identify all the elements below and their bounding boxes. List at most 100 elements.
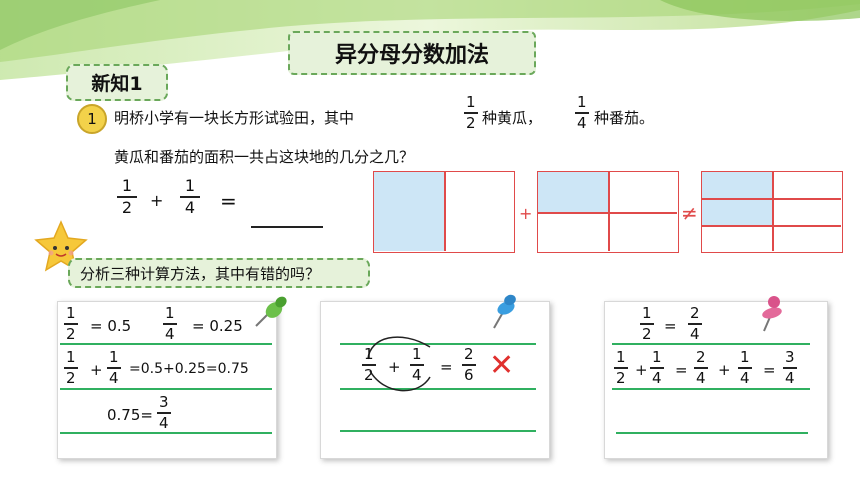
problem-number: 1	[87, 110, 97, 128]
fraction-den: 2	[121, 197, 133, 217]
rule-line	[612, 343, 810, 345]
page-title: 异分母分数加法	[288, 31, 536, 75]
fraction-bar	[464, 112, 478, 114]
fraction-den: 2	[66, 368, 76, 387]
rule-line	[60, 388, 272, 390]
c1-text: 0.75=	[107, 406, 153, 424]
c1-text: =0.5+0.25=0.75	[129, 361, 249, 377]
problem-text-2: 黄瓜和番茄的面积一共占这块地的几分之几？	[114, 148, 415, 166]
c3-plus: +	[635, 361, 648, 379]
fraction-num: 2	[464, 345, 474, 363]
diagram-three-quarters	[701, 171, 843, 253]
fraction-num: 3	[159, 393, 169, 411]
rule-line	[60, 432, 272, 434]
diagram-divider	[608, 172, 610, 251]
fraction-bar	[107, 367, 121, 369]
fraction-bar	[688, 323, 702, 325]
equation-plus: +	[150, 191, 164, 210]
fraction-bar	[650, 367, 664, 369]
fraction-num: 1	[616, 348, 626, 366]
fraction-num: 1	[740, 348, 750, 366]
fraction-bar	[694, 367, 708, 369]
fraction-den: 2	[364, 365, 374, 384]
blue-pushpin-icon	[493, 294, 516, 329]
fraction-den: 2	[642, 324, 652, 343]
fraction-num: 1	[642, 304, 652, 322]
diagram-plus: +	[519, 204, 533, 223]
rule-line	[340, 343, 536, 345]
c2-equals: =	[440, 358, 453, 376]
question-box: 分析三种计算方法，其中有错的吗？	[68, 258, 370, 288]
c1-text: = 0.25	[192, 317, 243, 335]
header-leaf-decoration	[0, 0, 860, 80]
section-tag: 新知1	[66, 64, 168, 101]
fraction-bar	[180, 196, 200, 198]
problem-text-1b: 种黄瓜，	[482, 109, 543, 127]
fraction-num: 2	[696, 348, 706, 366]
fraction-bar	[738, 367, 752, 369]
problem-text-1a: 明桥小学有一块长方形试验田，其中	[114, 109, 355, 127]
c1-text: = 0.5	[90, 317, 132, 335]
fraction-den: 2	[466, 113, 476, 132]
fraction-den: 2	[616, 368, 626, 387]
fraction-den: 4	[412, 365, 422, 384]
rule-line	[60, 343, 272, 345]
rule-line	[612, 388, 810, 390]
diagram-fill	[538, 172, 608, 212]
fraction-bar	[163, 323, 177, 325]
fraction-den: 4	[690, 324, 700, 343]
fraction-bar	[410, 364, 424, 366]
fraction-num: 1	[66, 348, 76, 366]
diagram-divider	[702, 225, 841, 227]
wrong-mark-icon: ✕	[489, 348, 515, 383]
diagram-neq: ≠	[681, 201, 698, 225]
problem-text-1c: 种番茄。	[594, 109, 655, 127]
fraction-num: 3	[785, 348, 795, 366]
fraction-num: 1	[165, 304, 175, 322]
fraction-bar	[462, 364, 476, 366]
answer-blank[interactable]	[251, 226, 323, 228]
fraction-den: 2	[66, 324, 76, 343]
fraction-bar	[64, 367, 78, 369]
pink-pushpin-icon	[762, 296, 782, 332]
fraction-den: 4	[577, 113, 587, 132]
equation-equals: =	[220, 189, 237, 213]
c3-plus: +	[718, 361, 731, 379]
fraction-num: 2	[690, 304, 700, 322]
c2-plus: +	[388, 358, 401, 376]
fraction-num: 1	[66, 304, 76, 322]
question-text: 分析三种计算方法，其中有错的吗？	[80, 264, 321, 283]
diagram-divider	[772, 172, 774, 251]
diagram-quarter	[537, 171, 679, 253]
diagram-half	[373, 171, 515, 253]
fraction-den: 4	[109, 368, 119, 387]
fraction-num: 1	[109, 348, 119, 366]
fraction-bar	[783, 367, 797, 369]
section-tag-text: 新知1	[91, 73, 143, 95]
diagram-fill	[374, 172, 444, 251]
fraction-bar	[157, 412, 171, 414]
fraction-num: 1	[364, 345, 374, 363]
fraction-num: 1	[652, 348, 662, 366]
fraction-bar	[117, 196, 137, 198]
rule-line	[616, 432, 808, 434]
fraction-num: 1	[184, 176, 196, 195]
fraction-den: 4	[785, 368, 795, 387]
fraction-den: 4	[184, 197, 196, 217]
c3-equals: =	[675, 361, 688, 379]
fraction-den: 4	[159, 413, 169, 432]
c3-equals: =	[664, 317, 677, 335]
